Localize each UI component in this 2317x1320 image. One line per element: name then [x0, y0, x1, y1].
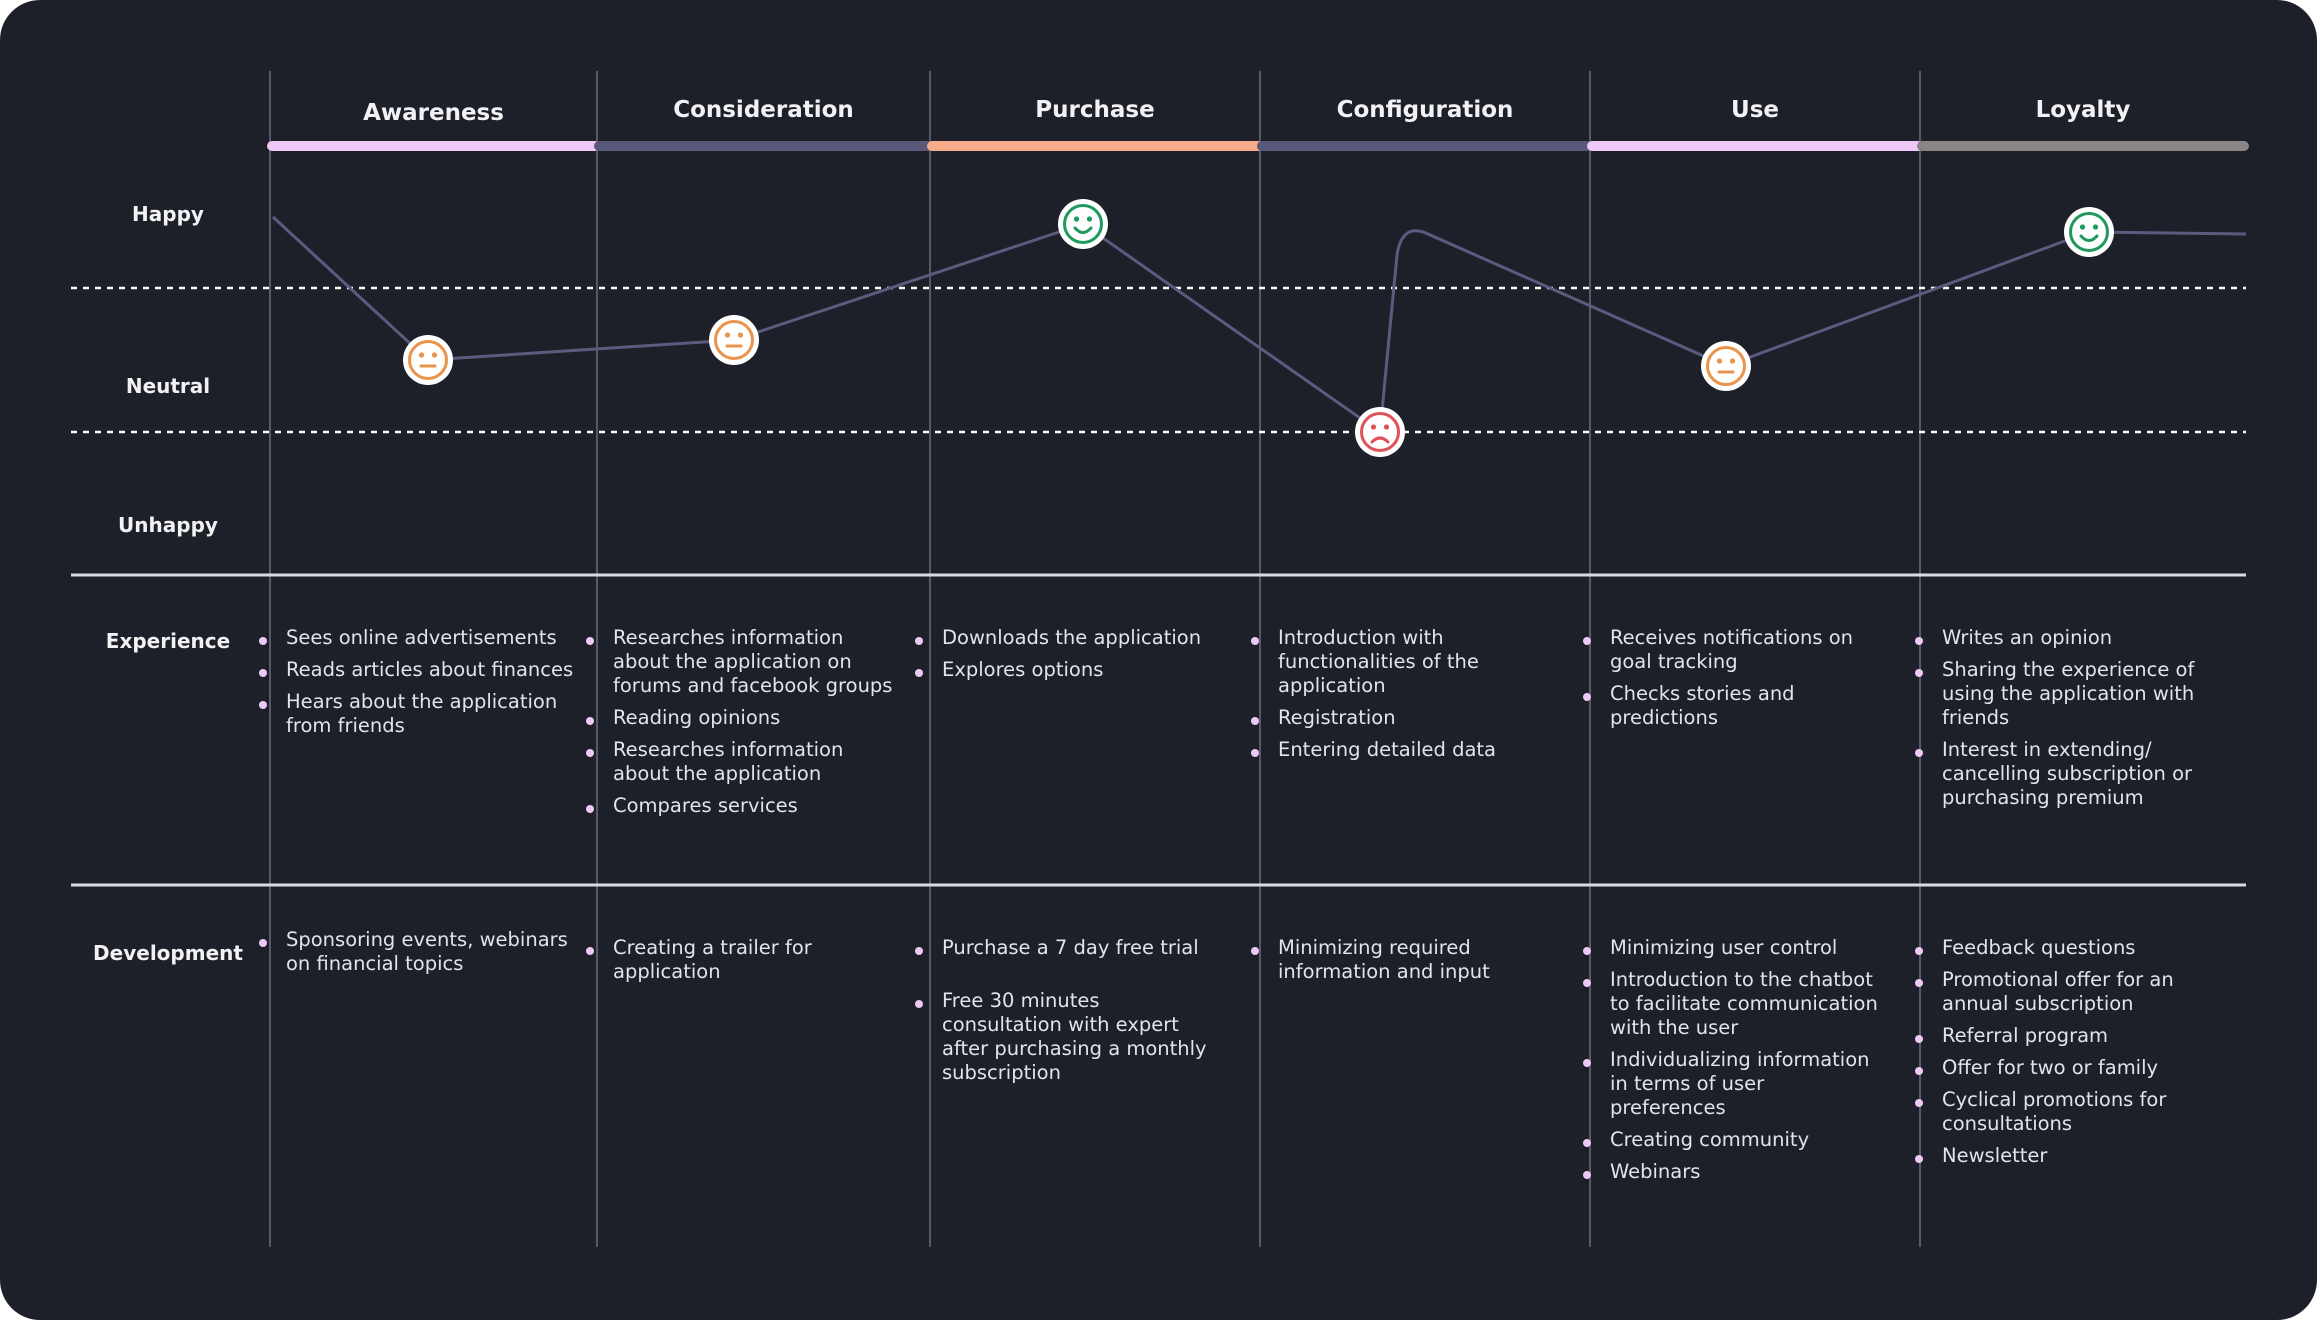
experience-list-configuration: Introduction with functionalities of the…	[1249, 626, 1543, 770]
experience-list-consideration: Researches information about the applica…	[584, 626, 903, 826]
development-item: Webinars	[1581, 1160, 1880, 1184]
experience-item: Reading opinions	[584, 706, 903, 730]
experience-item: Receives notifications on goal tracking	[1581, 626, 1880, 674]
smiley-face-icon	[2064, 207, 2114, 257]
experience-item: Researches information about the applica…	[584, 738, 903, 786]
neutral-face-icon	[403, 335, 453, 385]
development-item: Offer for two or family	[1913, 1056, 2227, 1080]
experience-item: Sharing the experience of using the appl…	[1913, 658, 2227, 730]
experience-item: Entering detailed data	[1249, 738, 1543, 762]
development-item: Individualizing information in terms of …	[1581, 1048, 1880, 1120]
experience-item: Explores options	[913, 658, 1217, 682]
experience-item: Compares services	[584, 794, 903, 818]
development-list-consideration: Creating a trailer for application	[584, 936, 903, 992]
experience-item: Reads articles about finances	[257, 658, 576, 682]
neutral-face-icon	[709, 315, 759, 365]
experience-item: Checks stories and predictions	[1581, 682, 1880, 730]
development-list-awareness: Sponsoring events, webinars on financial…	[257, 928, 576, 984]
development-item: Cyclical promotions for consultations	[1913, 1088, 2227, 1136]
row-label-unhappy: Unhappy	[118, 513, 218, 537]
stage-title-purchase: Purchase	[1035, 97, 1155, 123]
stage-title-awareness: Awareness	[363, 100, 504, 126]
development-item: Purchase a 7 day free trial	[913, 936, 1217, 960]
development-item: Free 30 minutes consultation with expert…	[913, 989, 1217, 1085]
experience-item: Sees online advertisements	[257, 626, 576, 650]
row-label-experience: Experience	[105, 629, 231, 653]
row-label-happy: Happy	[132, 202, 204, 226]
experience-item: Downloads the application	[913, 626, 1217, 650]
sad-face-icon	[1355, 407, 1405, 457]
development-item: Creating community	[1581, 1128, 1880, 1152]
experience-item: Writes an opinion	[1913, 626, 2227, 650]
experience-item: Interest in extending/ cancelling subscr…	[1913, 738, 2227, 810]
development-item: Minimizing user control	[1581, 936, 1880, 960]
experience-item: Researches information about the applica…	[584, 626, 903, 698]
development-item: Introduction to the chatbot to facilitat…	[1581, 968, 1880, 1040]
stage-title-consideration: Consideration	[673, 97, 854, 123]
experience-item: Introduction with functionalities of the…	[1249, 626, 1543, 698]
row-label-development: Development	[93, 941, 243, 965]
development-item: Referral program	[1913, 1024, 2227, 1048]
stage-title-loyalty: Loyalty	[2035, 97, 2131, 123]
neutral-face-icon	[1701, 341, 1751, 391]
development-list-configuration: Minimizing required information and inpu…	[1249, 936, 1543, 992]
development-item: Sponsoring events, webinars on financial…	[257, 928, 576, 976]
smiley-face-icon	[1058, 199, 1108, 249]
stage-title-use: Use	[1731, 97, 1779, 123]
development-item: Newsletter	[1913, 1144, 2227, 1168]
stage-title-configuration: Configuration	[1336, 97, 1514, 123]
development-item: Creating a trailer for application	[584, 936, 903, 984]
development-item: Minimizing required information and inpu…	[1249, 936, 1543, 984]
experience-item: Registration	[1249, 706, 1543, 730]
development-item: Promotional offer for an annual subscrip…	[1913, 968, 2227, 1016]
row-label-neutral: Neutral	[125, 374, 211, 398]
development-item: Feedback questions	[1913, 936, 2227, 960]
experience-item: Hears about the application from friends	[257, 690, 576, 738]
